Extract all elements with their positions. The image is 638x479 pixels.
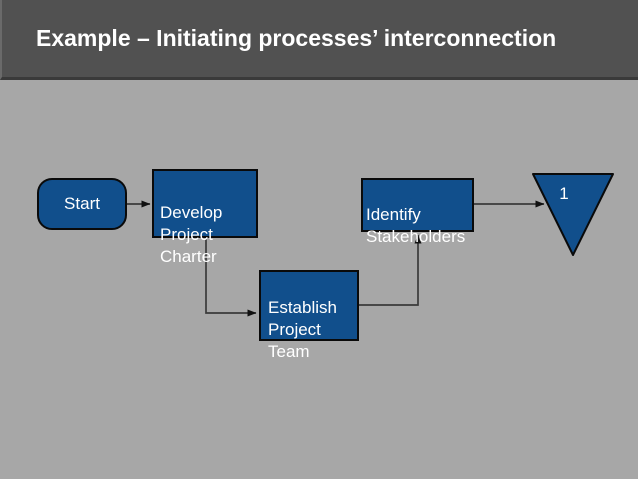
slide-title: Example – Initiating processes’ intercon… xyxy=(36,25,557,51)
flow-node-develop-project-charter-label: Develop Project Charter xyxy=(160,203,223,266)
flow-node-identify-stakeholders-label: Identify Stakeholders xyxy=(366,205,466,246)
offpage-connector-shape xyxy=(532,173,614,256)
flow-node-start: Start xyxy=(37,178,127,230)
edge-establish-to-identify xyxy=(359,234,422,306)
offpage-connector-label: 1 xyxy=(559,184,569,203)
flow-node-start-label: Start xyxy=(64,194,100,213)
flow-node-identify-stakeholders: Identify Stakeholders xyxy=(361,178,474,246)
slide-header: Example – Initiating processes’ intercon… xyxy=(0,0,638,80)
flow-node-establish-project-team: Establish Project Team xyxy=(259,270,359,361)
flow-node-establish-project-team-label: Establish Project Team xyxy=(268,298,337,361)
flow-node-develop-project-charter: Develop Project Charter xyxy=(152,169,258,266)
edge-develop-to-establish xyxy=(205,239,257,317)
